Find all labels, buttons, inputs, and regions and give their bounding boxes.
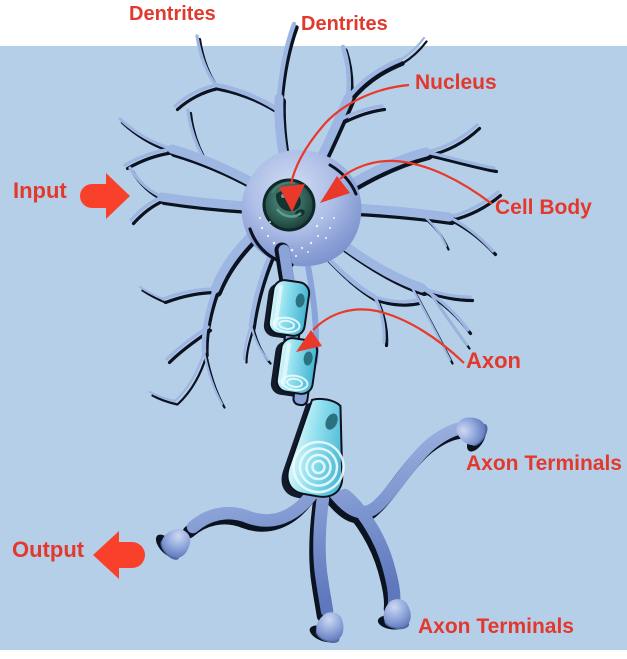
axon-hillock xyxy=(278,244,295,287)
axon-pointer-line xyxy=(312,308,465,364)
cell-body-pointer-line xyxy=(339,159,493,205)
output-arrow-icon xyxy=(93,531,145,579)
label-input: Input xyxy=(13,178,67,203)
terminal-bulb-right-leg xyxy=(376,596,414,632)
label-axon-terminals-right: Axon Terminals xyxy=(466,452,622,475)
axon-pointer-arrowhead xyxy=(296,330,322,352)
label-dendrites-left: Dentrites xyxy=(129,3,216,25)
label-axon-terminals-bottom: Axon Terminals xyxy=(418,615,574,638)
cell-body-pointer-arrowhead xyxy=(320,176,350,203)
input-arrow-icon xyxy=(80,173,130,219)
axon-end-cone xyxy=(286,397,345,498)
myelin-segment-1 xyxy=(265,276,313,340)
label-cell-body: Cell Body xyxy=(495,196,592,219)
cell-body-outline-top xyxy=(328,163,358,196)
label-nucleus: Nucleus xyxy=(415,71,497,94)
label-output: Output xyxy=(12,537,85,562)
nucleus-pointer-line xyxy=(289,83,410,185)
label-dendrites-right: Dentrites xyxy=(301,13,388,35)
cone-ripple-rings xyxy=(292,440,345,494)
nucleus-pointer-arrowhead xyxy=(279,184,305,212)
label-axon: Axon xyxy=(466,348,521,373)
pointer-arrows xyxy=(279,83,493,364)
